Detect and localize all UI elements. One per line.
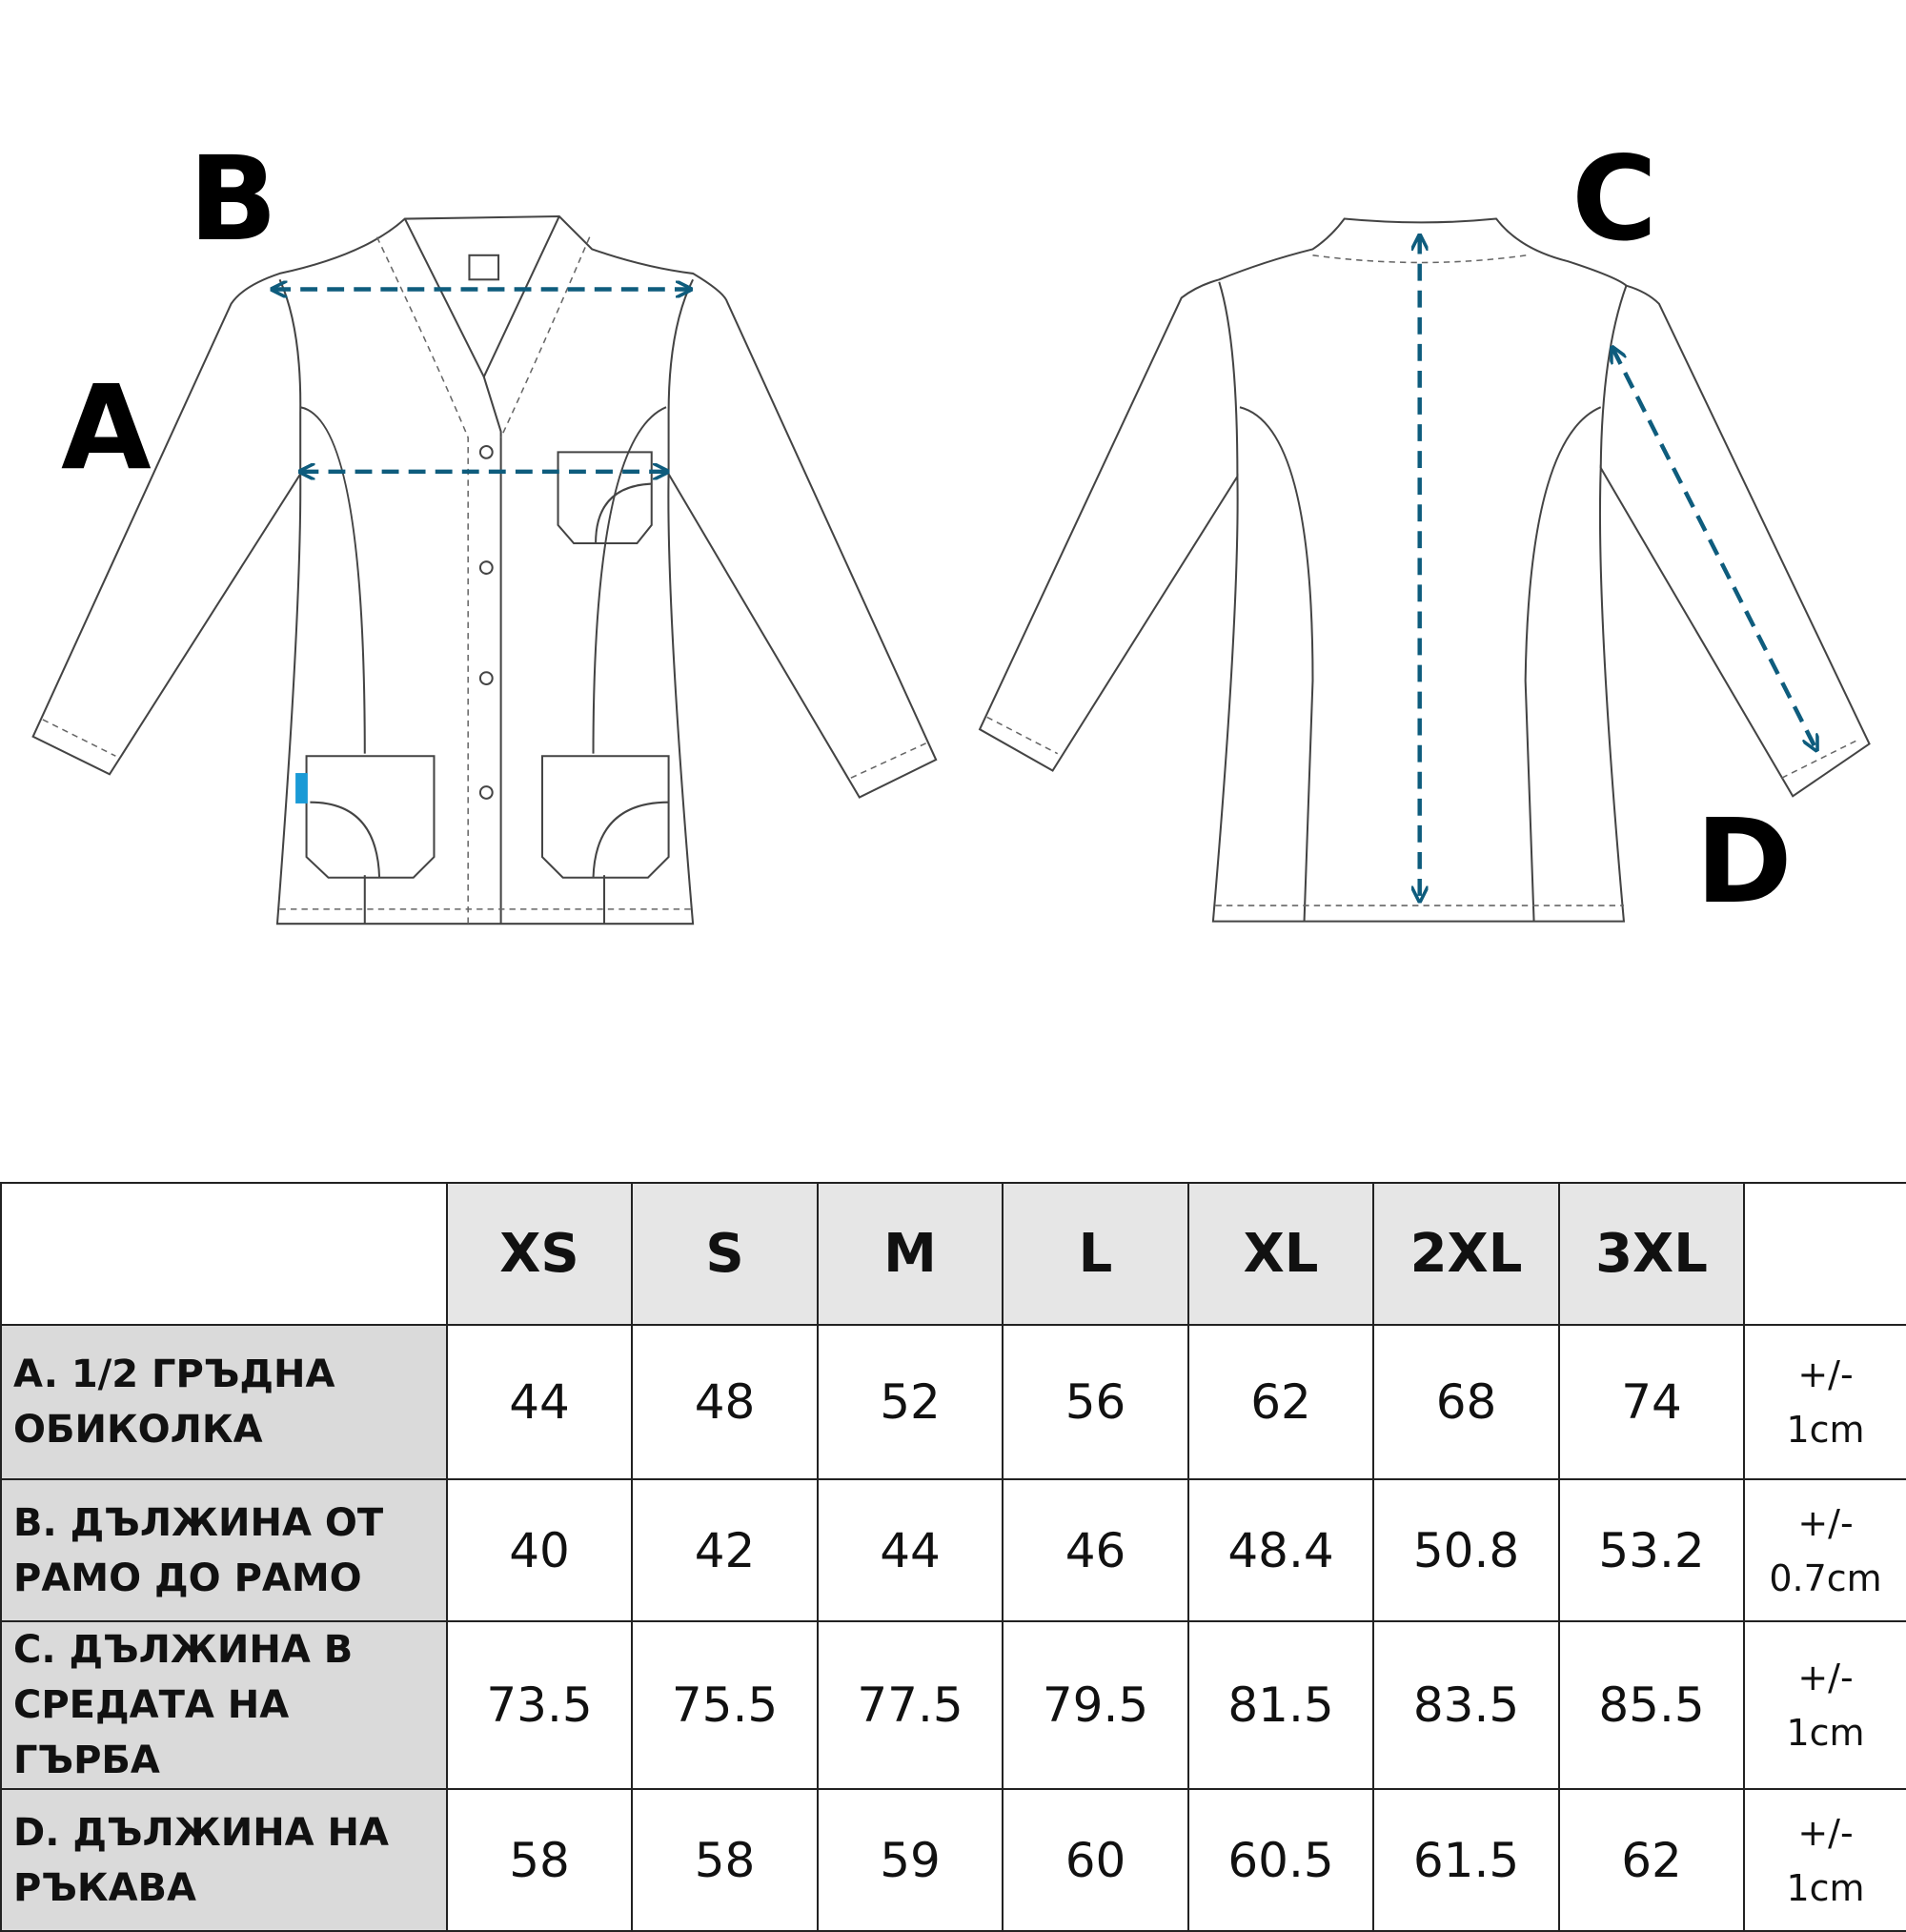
tolerance-line: 1cm bbox=[1786, 1712, 1865, 1754]
measurement-value: 48.4 bbox=[1187, 1478, 1374, 1622]
tolerance-cell: +/- 1cm bbox=[1743, 1788, 1906, 1932]
measurement-value: 83.5 bbox=[1372, 1620, 1560, 1790]
measurement-value: 59 bbox=[817, 1788, 1004, 1932]
tolerance-line: +/- bbox=[1797, 1501, 1854, 1544]
size-header: XS bbox=[446, 1182, 633, 1326]
measurement-name-line: C. ДЪЛЖИНА В bbox=[13, 1628, 354, 1672]
measurement-name: B. ДЪЛЖИНА ОТ РАМО ДО РАМО bbox=[0, 1478, 448, 1622]
tolerance-line: 0.7cm bbox=[1769, 1556, 1882, 1599]
measurement-value: 60.5 bbox=[1187, 1788, 1374, 1932]
measurement-value: 75.5 bbox=[631, 1620, 819, 1790]
size-header: S bbox=[631, 1182, 819, 1326]
measurement-value: 46 bbox=[1002, 1478, 1189, 1622]
measurement-value: 73.5 bbox=[446, 1620, 633, 1790]
size-header: 2XL bbox=[1372, 1182, 1560, 1326]
label-a: A bbox=[61, 359, 152, 496]
measurement-value: 58 bbox=[446, 1788, 633, 1932]
label-c: C bbox=[1571, 131, 1657, 267]
tolerance-line: +/- bbox=[1797, 1353, 1854, 1395]
measurement-name-line: A. 1/2 ГРЪДНА bbox=[13, 1352, 335, 1396]
measurement-name: C. ДЪЛЖИНА В СРЕДАТА НА ГЪРБА bbox=[0, 1620, 448, 1790]
measurement-value: 62 bbox=[1187, 1324, 1374, 1480]
tolerance-cell: +/- 0.7cm bbox=[1743, 1478, 1906, 1622]
tolerance-line: +/- bbox=[1797, 1811, 1854, 1854]
tolerance-line: 1cm bbox=[1786, 1409, 1865, 1451]
measurement-name-line: ОБИКОЛКА bbox=[13, 1408, 263, 1452]
size-header: L bbox=[1002, 1182, 1189, 1326]
measurement-value: 56 bbox=[1002, 1324, 1189, 1480]
measurement-value: 77.5 bbox=[817, 1620, 1004, 1790]
measurement-name-line: РЪКАВА bbox=[13, 1865, 196, 1910]
measurement-name: D. ДЪЛЖИНА НА РЪКАВА bbox=[0, 1788, 448, 1932]
tolerance-cell: +/- 1cm bbox=[1743, 1620, 1906, 1790]
empty-tolerance-header bbox=[1743, 1182, 1906, 1326]
size-chart-table: XS S M L XL 2XL 3XL A. 1/2 ГРЪДНА ОБИКОЛК… bbox=[0, 1182, 1906, 1932]
measurement-value: 52 bbox=[817, 1324, 1004, 1480]
measurement-name-line: СРЕДАТА НА ГЪРБА bbox=[13, 1683, 290, 1782]
label-d: D bbox=[1695, 793, 1793, 929]
measurement-value: 44 bbox=[446, 1324, 633, 1480]
label-b: B bbox=[189, 131, 277, 267]
measurement-value: 60 bbox=[1002, 1788, 1189, 1932]
measurement-value: 42 bbox=[631, 1478, 819, 1622]
tolerance-line: +/- bbox=[1797, 1657, 1854, 1698]
measurement-name-line: РАМО ДО РАМО bbox=[13, 1556, 362, 1600]
tolerance-line: 1cm bbox=[1786, 1866, 1865, 1909]
measurement-value: 61.5 bbox=[1372, 1788, 1560, 1932]
measurement-value: 74 bbox=[1558, 1324, 1745, 1480]
measurement-value: 44 bbox=[817, 1478, 1004, 1622]
jacket-back-illustration bbox=[978, 217, 1871, 923]
empty-corner-cell bbox=[0, 1182, 448, 1326]
measurement-value: 40 bbox=[446, 1478, 633, 1622]
measurement-value: 50.8 bbox=[1372, 1478, 1560, 1622]
measurement-value: 58 bbox=[631, 1788, 819, 1932]
size-header-row: XS S M L XL 2XL 3XL bbox=[0, 1182, 1906, 1326]
measurement-name-line: D. ДЪЛЖИНА НА bbox=[13, 1810, 389, 1855]
measurement-value: 85.5 bbox=[1558, 1620, 1745, 1790]
measurement-value: 53.2 bbox=[1558, 1478, 1745, 1622]
jacket-front-illustration bbox=[31, 214, 938, 925]
measurement-name-line: B. ДЪЛЖИНА ОТ bbox=[13, 1500, 384, 1545]
measurement-name: A. 1/2 ГРЪДНА ОБИКОЛКА bbox=[0, 1324, 448, 1480]
jacket-measurement-diagram: A B C D bbox=[31, 131, 1871, 929]
size-header: XL bbox=[1187, 1182, 1374, 1326]
size-header: 3XL bbox=[1558, 1182, 1745, 1326]
tolerance-cell: +/- 1cm bbox=[1743, 1324, 1906, 1480]
measurement-value: 79.5 bbox=[1002, 1620, 1189, 1790]
measurement-value: 62 bbox=[1558, 1788, 1745, 1932]
measurement-value: 68 bbox=[1372, 1324, 1560, 1480]
size-header: M bbox=[817, 1182, 1004, 1326]
measurement-value: 81.5 bbox=[1187, 1620, 1374, 1790]
measurement-value: 48 bbox=[631, 1324, 819, 1480]
